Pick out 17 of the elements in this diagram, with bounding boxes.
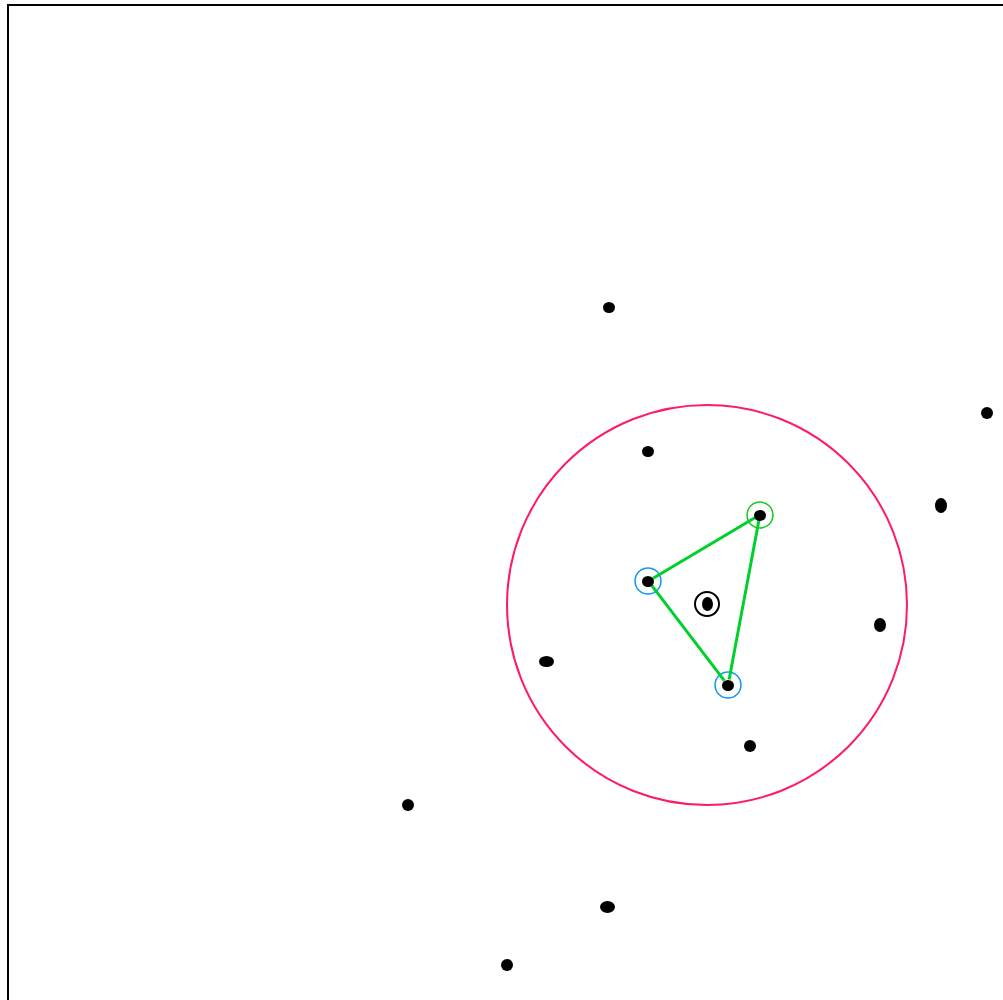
- point-dot: [722, 679, 734, 691]
- point-dot: [744, 740, 756, 752]
- point-dot: [874, 618, 886, 632]
- connector-line: [650, 584, 726, 682]
- connector-line: [727, 520, 761, 680]
- point-dot: [603, 301, 615, 313]
- point-dot: [642, 445, 654, 457]
- point-dot: [599, 901, 615, 913]
- point-dot: [981, 407, 993, 419]
- point-dot: [935, 497, 947, 513]
- point-dot: [701, 597, 713, 611]
- connector-line: [652, 516, 756, 580]
- point-dot: [754, 509, 766, 521]
- point-dot: [642, 575, 654, 587]
- point-dot: [402, 799, 414, 811]
- point-dot: [538, 655, 554, 667]
- point-dot: [501, 959, 513, 971]
